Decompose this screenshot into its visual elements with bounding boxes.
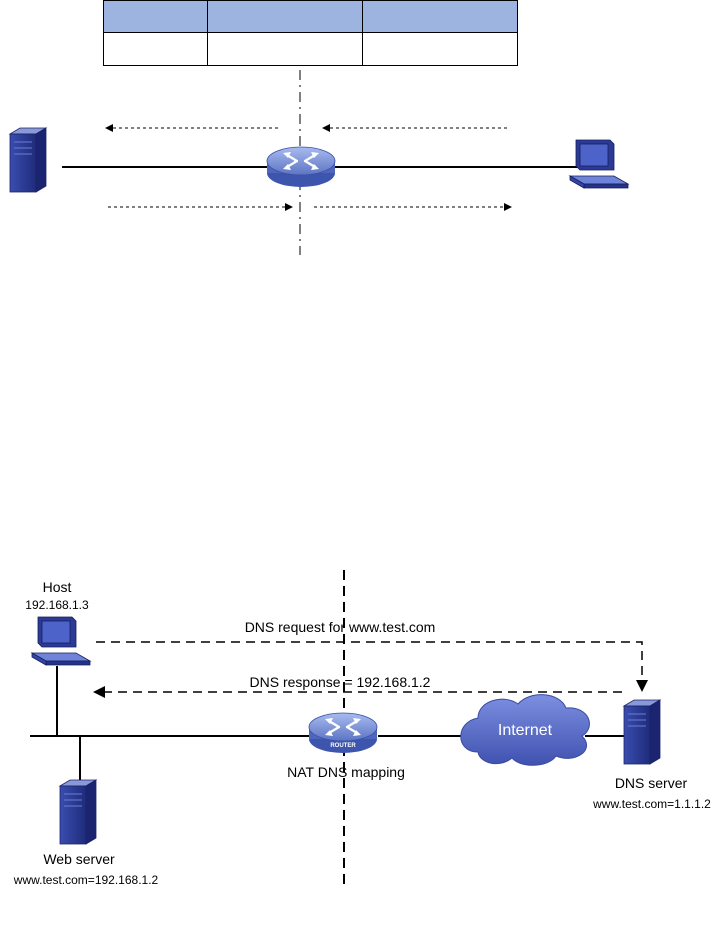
server-icon: [9, 127, 47, 193]
web-server-name: Web server: [43, 851, 115, 867]
host-name: Host: [42, 579, 72, 595]
dns-request-label: DNS request for www.test.com: [244, 619, 436, 635]
dns-request-arrow: [96, 641, 648, 692]
server-icon: [623, 699, 661, 765]
router-icon: [265, 145, 337, 189]
router-label: NAT DNS mapping: [287, 764, 405, 780]
dns-server-name: DNS server: [614, 775, 688, 791]
host-ip: 192.168.1.3: [25, 598, 89, 612]
table-header-cell: [103, 0, 208, 33]
dns-server-record: www.test.com=1.1.1.2: [593, 797, 711, 811]
router-badge: ROUTER: [330, 743, 356, 749]
web-server-record: www.test.com=192.168.1.2: [13, 873, 159, 887]
mapping-table: [103, 0, 518, 66]
table-cell: [207, 32, 363, 66]
dns-response-label: DNS response = 192.168.1.2: [249, 674, 431, 690]
pc-icon: [569, 139, 629, 189]
server-icon: [59, 779, 97, 845]
table-row: [103, 32, 518, 66]
table-header-cell: [362, 0, 518, 33]
table-cell: [362, 32, 518, 66]
table-cell: [103, 32, 208, 66]
cloud-label: Internet: [497, 722, 553, 739]
pc-icon: [31, 616, 91, 666]
cloud-icon: [460, 694, 590, 766]
